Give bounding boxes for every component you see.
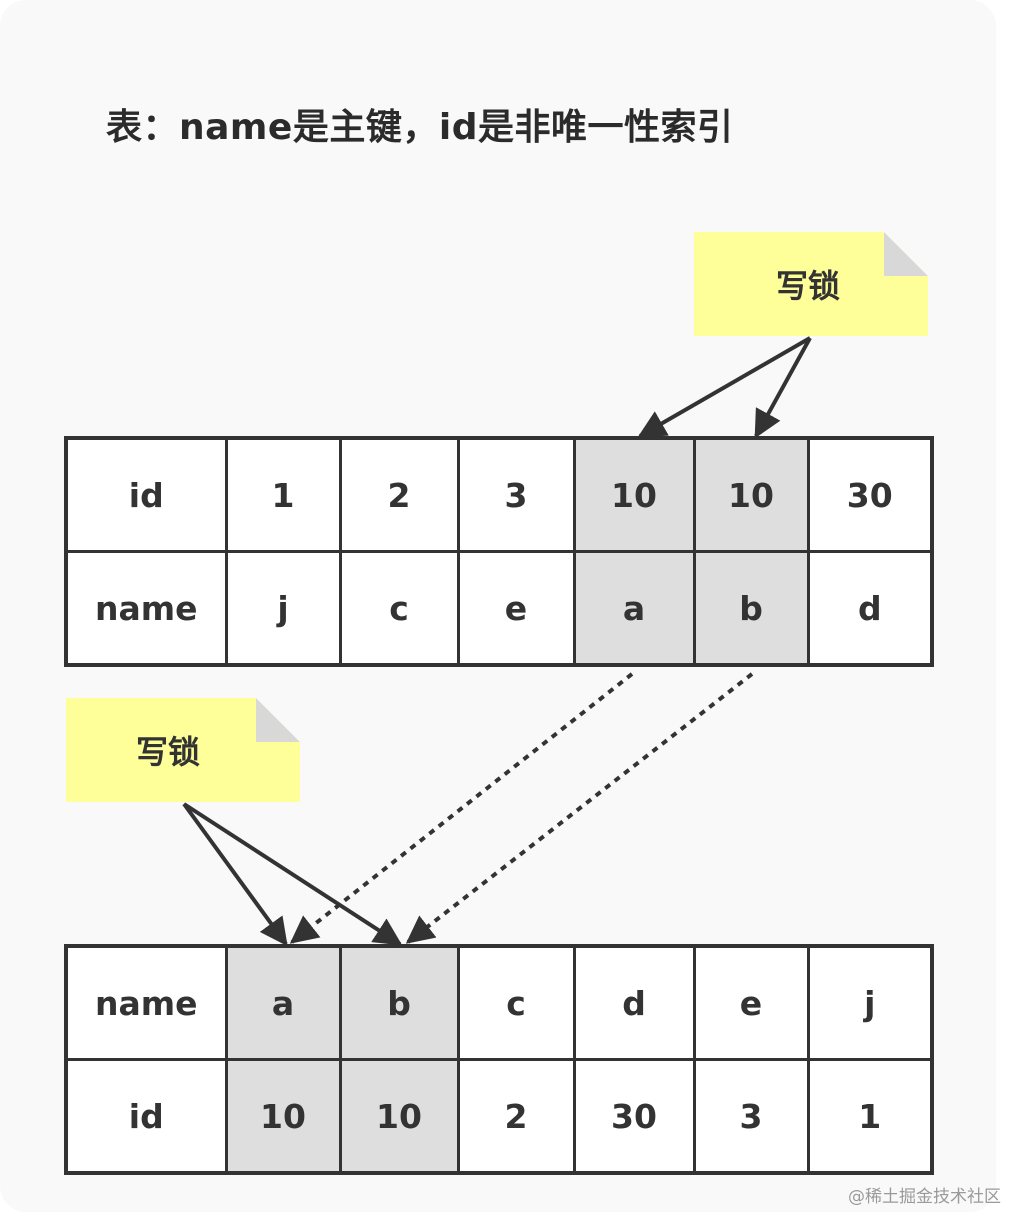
table-cell-locked: a [572, 550, 696, 667]
primary-key-table: name a b c d e j id 10 10 2 30 3 1 [64, 944, 934, 1175]
write-lock-label-top: 写锁 [775, 267, 840, 305]
table-cell: j [806, 944, 934, 1061]
table-cell-locked: 10 [224, 1058, 342, 1175]
table-cell: 3 [692, 1058, 810, 1175]
write-lock-note-bottom: 写锁 [66, 698, 300, 802]
table-cell: d [806, 550, 934, 667]
table-cell: 3 [456, 436, 576, 553]
table-cell: 2 [338, 436, 460, 553]
table-cell: id [64, 436, 228, 553]
table-cell: id [64, 1058, 228, 1175]
table-cell: 1 [224, 436, 342, 553]
table-cell-locked: 10 [572, 436, 696, 553]
table-cell-locked: 10 [338, 1058, 460, 1175]
table-cell-locked: b [692, 550, 810, 667]
table-row-name: name j c e a b d [64, 550, 934, 667]
table-cell-locked: b [338, 944, 460, 1061]
write-lock-label-bottom: 写锁 [135, 733, 200, 771]
table-cell: d [572, 944, 696, 1061]
table-cell: j [224, 550, 342, 667]
table-cell-locked: a [224, 944, 342, 1061]
table-cell: c [338, 550, 460, 667]
table-cell: 2 [456, 1058, 576, 1175]
table-cell: 1 [806, 1058, 934, 1175]
watermark: @稀土掘金技术社区 [848, 1187, 1001, 1207]
table-cell: name [64, 944, 228, 1061]
table-cell-locked: 10 [692, 436, 810, 553]
table-cell: name [64, 550, 228, 667]
table-cell: e [692, 944, 810, 1061]
secondary-index-table: id 1 2 3 10 10 30 name j c e a b d [64, 436, 934, 667]
table-row-id: id 10 10 2 30 3 1 [64, 1058, 934, 1175]
table-cell: 30 [572, 1058, 696, 1175]
table-row-name: name a b c d e j [64, 944, 934, 1061]
write-lock-note-top: 写锁 [694, 232, 928, 336]
diagram-title: 表：name是主键，id是非唯一性索引 [106, 107, 734, 148]
table-row-id: id 1 2 3 10 10 30 [64, 436, 934, 553]
table-cell: 30 [806, 436, 934, 553]
table-cell: e [456, 550, 576, 667]
table-cell: c [456, 944, 576, 1061]
